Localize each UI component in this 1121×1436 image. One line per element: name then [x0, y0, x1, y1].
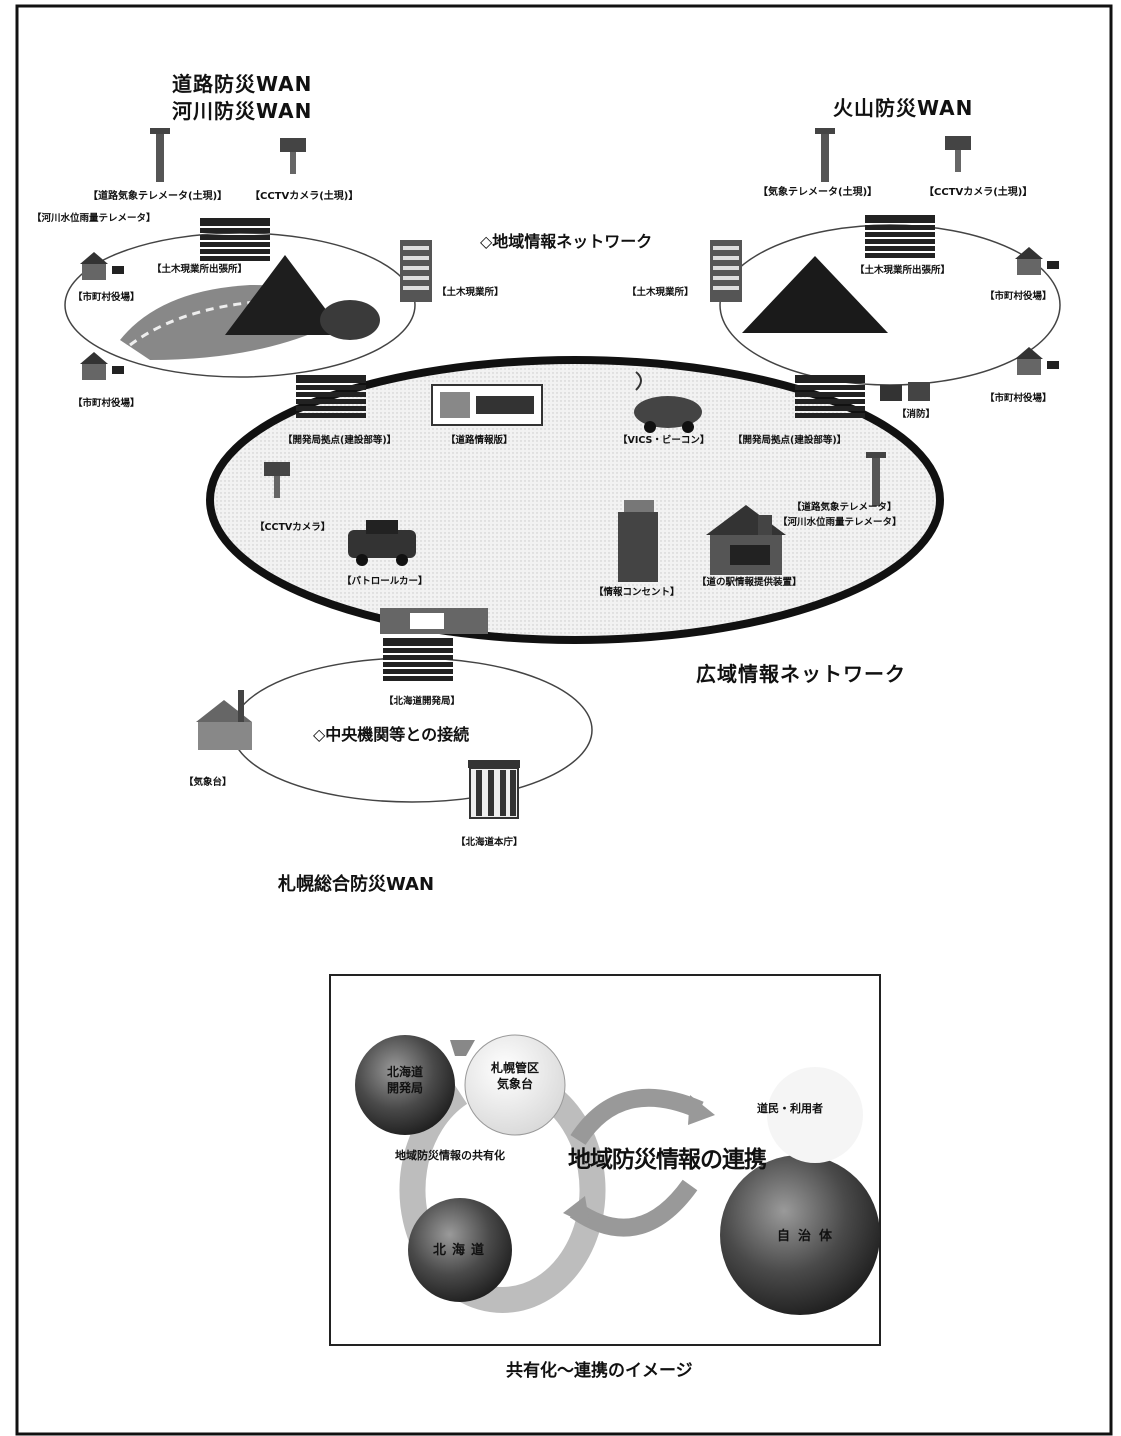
municipal-left-2-label: 【市町村役場】 [73, 398, 140, 409]
municipality-sphere [720, 1155, 880, 1315]
municipal-left-1-label: 【市町村役場】 [73, 292, 140, 303]
hokkaido-dev-bureau-building [383, 638, 453, 681]
met-station-image [196, 690, 252, 750]
citizens-sphere [767, 1067, 863, 1163]
citizens-label: 道民・利用者 [757, 1102, 823, 1115]
river-telemeter-label: 【河川水位雨量テレメータ】 [32, 213, 156, 224]
river-telemeter-wide-label: 【河川水位雨量テレメータ】 [778, 517, 902, 528]
mountain-image [225, 255, 345, 335]
linkage-arrow-bottom [569, 1179, 698, 1237]
telemeter-pole-left [150, 128, 170, 182]
fire-station-image [880, 385, 902, 401]
info-outlet-label: 【情報コンセント】 [594, 587, 680, 598]
dev-base-right-label: 【開発局拠点(建設部等)】 [733, 435, 847, 446]
road-wan-title: 道路防災WAN [172, 72, 313, 96]
municipal-right-1-label: 【市町村役場】 [985, 291, 1052, 302]
michinoeki-image [706, 505, 786, 575]
dev-bureau-line2: 開発局 [386, 1081, 423, 1096]
patrol-car-image [348, 520, 416, 566]
municipal-office-right-2 [1015, 347, 1059, 375]
cctv-wide-label: 【CCTVカメラ】 [255, 522, 331, 533]
dev-bureau-sphere-label: 北海道 開発局 [380, 1064, 430, 1096]
cctv-camera-left [280, 138, 306, 174]
cctv-camera-right [945, 136, 971, 172]
cctv-right-label: 【CCTVカメラ(土現)】 [924, 187, 1033, 198]
sapporo-wan-title: 札幌総合防災WAN [278, 874, 435, 895]
hokkaido-gov-building [468, 760, 520, 819]
branch-office-left-label: 【土木現業所出張所】 [152, 264, 248, 275]
volcano-wan-title: 火山防災WAN [833, 96, 974, 120]
met-sphere-label: 札幌管区 気象台 [485, 1060, 545, 1092]
linkage-label: 地域防災情報の連携 [568, 1146, 767, 1173]
met-line2: 気象台 [496, 1077, 533, 1092]
wide-network-title: 広域情報ネットワーク [696, 662, 906, 686]
fire-label: 【消防】 [897, 409, 936, 420]
branch-office-building-right [865, 215, 935, 258]
municipal-right-2-label: 【市町村役場】 [985, 393, 1052, 404]
weather-telemeter-label: 【気象テレメータ(土現)】 [758, 187, 878, 198]
image-caption: 共有化～連携のイメージ [506, 1361, 693, 1381]
patrol-car-label: 【パトロールカー】 [342, 576, 428, 587]
civil-office-building-left [400, 240, 432, 302]
municipal-office-right-1 [1015, 247, 1059, 275]
regional-network-title: ◇地域情報ネットワーク [480, 232, 653, 251]
page-border [15, 4, 1113, 1436]
civil-office-right-label: 【土木現業所】 [627, 287, 694, 298]
municipality-label: 自治体 [777, 1229, 841, 1244]
branch-office-right-label: 【土木現業所出張所】 [855, 265, 951, 276]
met-station-label: 【気象台】 [184, 777, 232, 788]
river-wan-title: 河川防災WAN [172, 99, 313, 123]
dev-bureau-sphere [355, 1035, 455, 1135]
hokkaido-gov-label: 【北海道本庁】 [456, 837, 523, 848]
branch-office-building-left [200, 218, 270, 261]
hokkaido-sphere [408, 1198, 512, 1302]
road-weather-telemeter-label: 【道路気象テレメータ】 [792, 502, 897, 513]
telemeter-pole-right [815, 128, 835, 182]
michinoeki-label: 【道の駅情報提供装置】 [697, 577, 802, 588]
vics-label: 【VICS・ビーコン】 [618, 435, 710, 446]
road-info-board-label: 【道路情報版】 [446, 435, 513, 446]
civil-office-left-label: 【土木現業所】 [437, 287, 504, 298]
road-telemeter-label: 【道路気象テレメータ(土現)】 [88, 191, 228, 202]
civil-office-building-right [710, 240, 742, 302]
dev-bureau-label: 【北海道開発局】 [384, 696, 461, 707]
met-line1: 札幌管区 [490, 1061, 539, 1075]
dev-base-left-label: 【開発局拠点(建設部等)】 [283, 435, 397, 446]
central-connection-title: ◇中央機関等との接続 [313, 725, 470, 744]
met-sphere [464, 1034, 566, 1136]
hokkaido-sphere-label: 北海道 [433, 1243, 491, 1258]
sharing-label: 地域防災情報の共有化 [395, 1149, 505, 1162]
linkage-arrow-top [570, 1088, 704, 1146]
vics-car-image [634, 371, 702, 433]
dev-bureau-line1: 北海道 [386, 1065, 423, 1079]
sharing-ring [399, 1082, 606, 1313]
cctv-left-label: 【CCTVカメラ(土現)】 [250, 191, 359, 202]
municipal-office-left-1 [80, 252, 124, 280]
volcano-image [742, 256, 888, 333]
info-outlet-image [618, 500, 658, 582]
